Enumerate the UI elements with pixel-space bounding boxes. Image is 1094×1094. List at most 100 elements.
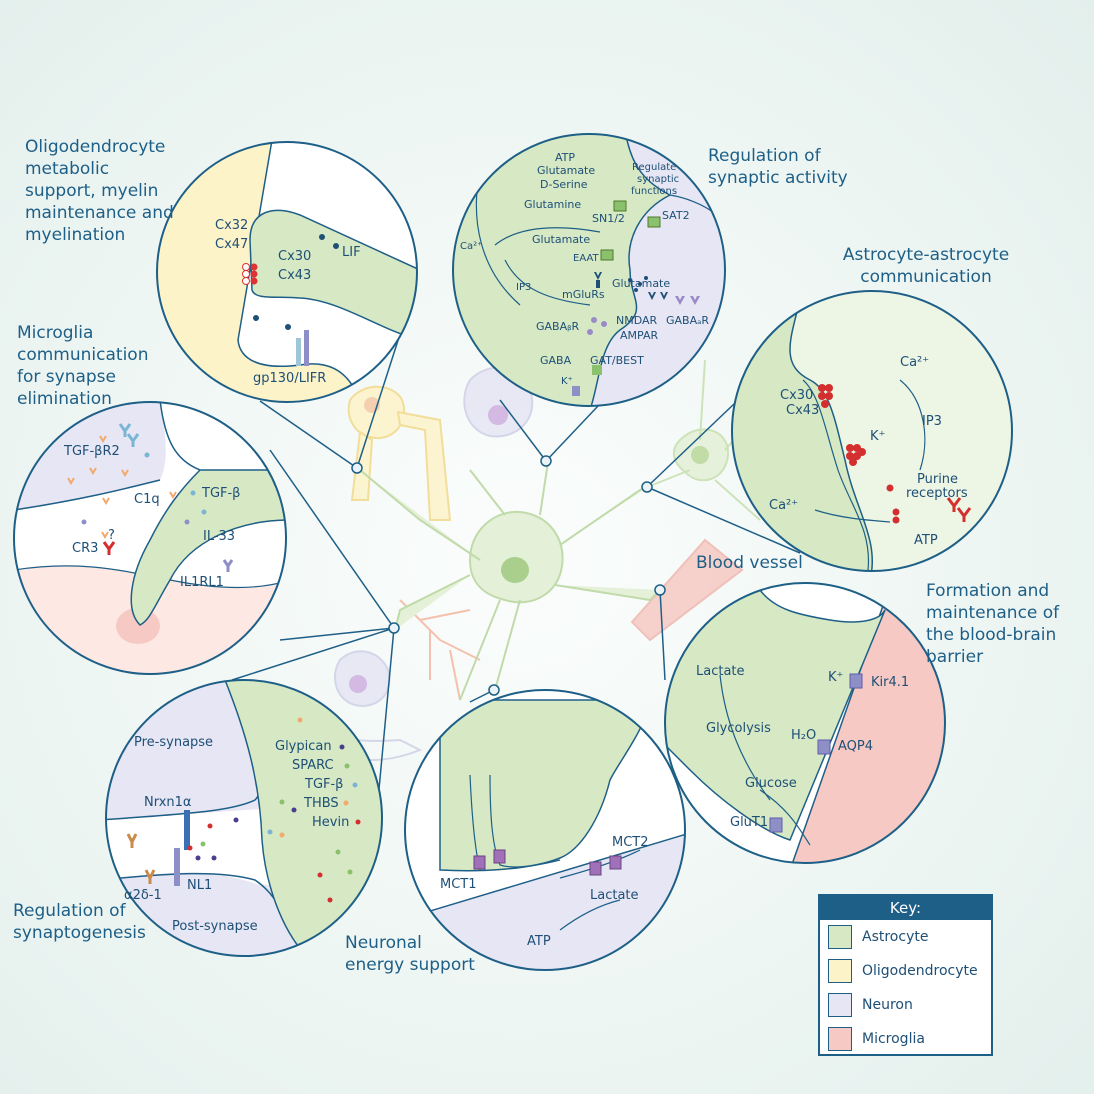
- nl1-icon: [174, 848, 180, 886]
- oligo-detail-circle: Cx32 Cx47 Cx30 Cx43 LIF gp130/LIFR: [156, 141, 418, 403]
- label-cx43: Cx43: [278, 268, 311, 283]
- label-cx32: Cx32: [215, 218, 248, 233]
- label-gabaar: GABAₐR: [666, 314, 709, 327]
- channel-icons: [769, 673, 863, 833]
- label-atp: ATP: [914, 533, 938, 548]
- microglia-detail-circle: TGF-βR2 C1q TGF-β ? CR3 IL-33 IL1RL1: [13, 401, 287, 675]
- gat-icon: [592, 365, 602, 375]
- label-gababr: GABAᵦR: [536, 320, 580, 333]
- synaptic-detail-circle: ATP Glutamate D-Serine Regulate synaptic…: [452, 133, 726, 407]
- il1rl1-receptor-icon: [222, 559, 234, 572]
- label-tgfb: TGF-β: [201, 486, 240, 501]
- c1q-molecule-icons: [67, 435, 177, 539]
- factor-dots: [187, 717, 361, 903]
- tgfbr2-receptor-icon: [118, 423, 140, 447]
- label-ip3: IP3: [922, 414, 942, 429]
- label-h2o: H₂O: [791, 728, 816, 743]
- label-gat: GAT/BEST: [590, 354, 644, 367]
- title-blood-brain-barrier: Formation and maintenance of the blood-b…: [926, 581, 1060, 667]
- label-nl1: NL1: [187, 878, 212, 893]
- neuron-nucleus: [488, 405, 508, 425]
- energy-detail-circle: MCT1 MCT2 Lactate ATP: [404, 689, 686, 971]
- gaba-receptor-icons: [587, 296, 700, 335]
- label-glutamate-2: Glutamate: [532, 233, 590, 246]
- label-cr3: CR3: [72, 541, 98, 556]
- legend-item-microglia: Microglia: [820, 1022, 991, 1056]
- legend-title: Key:: [820, 896, 991, 920]
- label-tgfbr2: TGF-βR2: [63, 444, 120, 459]
- mct-transporter-icons: [473, 849, 622, 876]
- label-gp130: gp130/LIFR: [253, 371, 326, 386]
- label-sat2: SAT2: [662, 209, 690, 222]
- label-regulate-3: functions: [631, 186, 677, 197]
- legend-swatch: [828, 959, 852, 983]
- label-sn12: SN1/2: [592, 212, 625, 225]
- label-pre-synapse: Pre-synapse: [134, 735, 213, 750]
- connector-points: [351, 455, 666, 696]
- label-lactate: Lactate: [590, 888, 639, 903]
- neuron-nucleus: [349, 675, 367, 693]
- label-regulate-1: Regulate: [632, 162, 676, 173]
- label-cx47: Cx47: [215, 237, 248, 252]
- legend-swatch: [828, 925, 852, 949]
- label-cx30: Cx30: [278, 249, 311, 264]
- title-oligodendrocyte: Oligodendrocyte metabolic support, myeli…: [25, 137, 174, 245]
- label-regulate-2: synaptic: [637, 174, 679, 185]
- legend-item-oligodendrocyte: Oligodendrocyte: [820, 954, 991, 988]
- astro-detail-circle: Ca²⁺ Cx30 Cx43 IP3 K⁺ Purine receptors C…: [731, 290, 1013, 572]
- label-nmdar: NMDAR: [616, 314, 658, 327]
- label-glucose: Glucose: [745, 776, 797, 791]
- legend-key: Key: Astrocyte Oligodendrocyte Neuron Mi…: [818, 894, 993, 1056]
- label-nrxn: Nrxn1α: [144, 795, 192, 810]
- label-mct2: MCT2: [612, 835, 649, 850]
- label-glutamine: Glutamine: [524, 198, 581, 211]
- label-glut1: GluT1: [730, 815, 768, 830]
- label-k: K⁺: [870, 429, 885, 444]
- label-purine-1: Purine: [917, 472, 958, 487]
- label-eaat: EAAT: [573, 253, 600, 264]
- label-sparc: SPARC: [292, 758, 334, 773]
- k-channel-icon: [572, 386, 580, 396]
- label-post-synapse: Post-synapse: [172, 919, 258, 934]
- label-il33: IL-33: [203, 529, 235, 544]
- receptor-icons: [594, 272, 668, 300]
- astrocyte-nucleus: [501, 557, 529, 583]
- connexin-icons: [818, 384, 900, 524]
- legend-item-neuron: Neuron: [820, 988, 991, 1022]
- label-lactate: Lactate: [696, 664, 745, 679]
- label-tgfb: TGF-β: [304, 777, 343, 792]
- label-blood-vessel: Blood vessel: [696, 553, 803, 573]
- nrxn-icon: [184, 810, 190, 850]
- label-thbs: THBS: [303, 796, 339, 811]
- label-mglurs: mGluRs: [562, 288, 605, 301]
- gp130-receptor-icon: [296, 330, 309, 366]
- label-cx30: Cx30: [780, 388, 813, 403]
- label-glutamate-3: Glutamate: [612, 277, 670, 290]
- vesicle-dots: [628, 276, 648, 292]
- label-atp: ATP: [555, 151, 575, 164]
- label-gaba: GABA: [540, 354, 572, 367]
- legend-swatch: [828, 993, 852, 1017]
- label-cx43: Cx43: [786, 403, 819, 418]
- synaptogenesis-detail-circle: Pre-synapse Glypican SPARC TGF-β THBS He…: [105, 679, 383, 957]
- label-purine-2: receptors: [906, 486, 968, 501]
- label-glycolysis: Glycolysis: [706, 721, 771, 736]
- cr3-receptor-icon: [102, 541, 116, 555]
- label-aqp4: AQP4: [838, 739, 873, 754]
- label-ca-2: Ca²⁺: [769, 498, 798, 513]
- title-energy-support: Neuronal energy support: [345, 933, 475, 975]
- label-ca: Ca²⁺: [460, 241, 482, 252]
- label-lif: LIF: [342, 245, 361, 260]
- label-c1q: C1q: [134, 492, 160, 507]
- a2d-icon: [126, 833, 156, 884]
- label-ampar: AMPAR: [620, 329, 658, 342]
- label-mct1: MCT1: [440, 877, 477, 892]
- legend-swatch: [828, 1027, 852, 1051]
- purine-receptor-icon: [946, 497, 972, 522]
- title-synaptic-activity: Regulation of synaptic activity: [708, 146, 848, 188]
- transporter-icons: [600, 200, 661, 261]
- label-k: K⁺: [561, 376, 573, 387]
- label-il1rl1: IL1RL1: [180, 575, 224, 590]
- signal-dots: [81, 452, 207, 525]
